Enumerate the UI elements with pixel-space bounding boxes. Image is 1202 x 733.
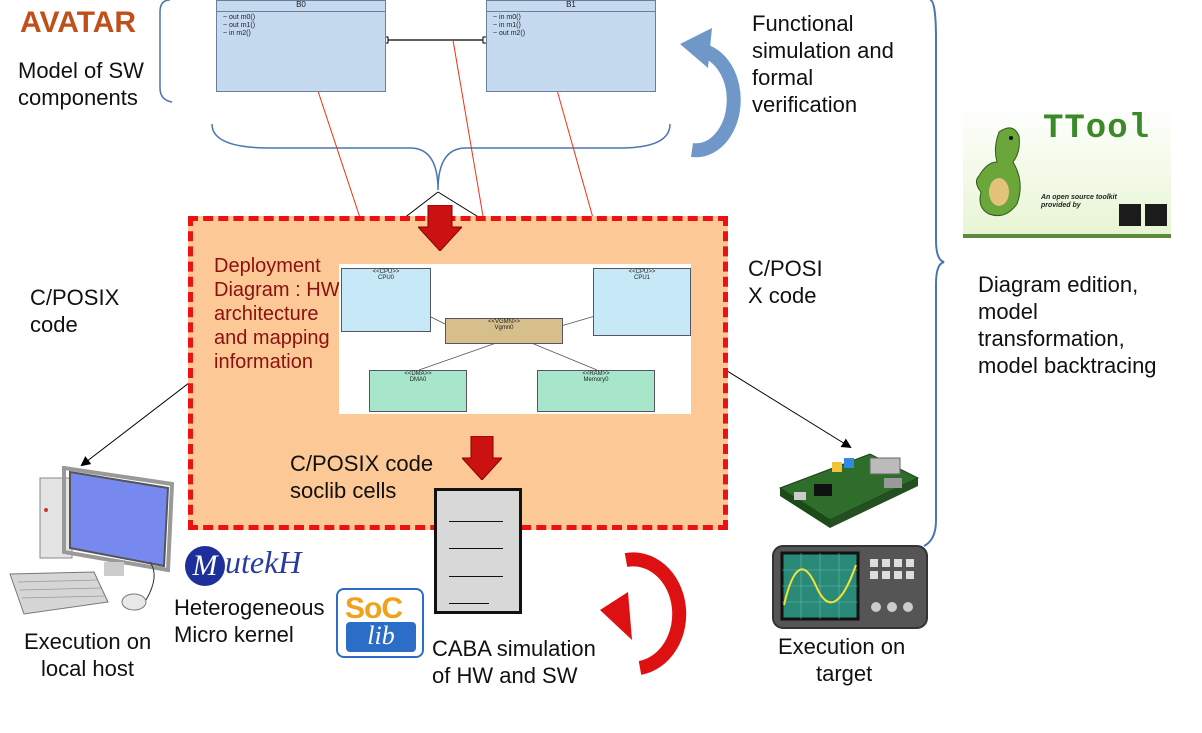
node-name: DMA0	[409, 377, 427, 383]
node-dma: <<DMA>> DMA0	[369, 370, 467, 412]
caba-label-2: of HW and SW	[432, 663, 578, 688]
node-stereo: <<RAM>>	[582, 371, 610, 377]
mutekh-text: utekH	[225, 544, 302, 580]
dino-icon	[975, 127, 1021, 217]
block-op: ~ in m0()	[493, 14, 521, 21]
model-sw-label: Model of SW components	[18, 58, 144, 110]
cposix-left-label: C/POSIX code	[30, 285, 120, 337]
hetero-label-1: Heterogeneous	[174, 595, 325, 620]
diagram-edition-label: Diagram edition, model transformation, m…	[978, 272, 1157, 378]
node-name: CPU0	[377, 275, 394, 281]
cposix-right-label-1: C/POSI	[748, 256, 823, 281]
node-name: Vgmn0	[494, 325, 514, 331]
block-op: ~ out m2()	[493, 30, 526, 37]
block-op: ~ in m1()	[493, 22, 521, 29]
node-stereo: <<DMA>>	[404, 371, 432, 377]
block-op: ~ in m2()	[223, 30, 251, 37]
block-b1-ops: ~ in m0() ~ in m1() ~ out m2()	[487, 12, 655, 40]
down-arrow-icon	[462, 436, 502, 480]
block-b1-title: B1	[487, 0, 655, 12]
functional-cycle-icon	[680, 28, 741, 158]
institution-logo-1	[1119, 204, 1141, 226]
node-ram: <<RAM>> Memory0	[537, 370, 655, 412]
code-document-icon	[434, 488, 522, 614]
cposix-right-label-2: X code	[748, 283, 817, 308]
exec-local-label-2: local host	[41, 656, 134, 681]
right-brace	[923, 0, 945, 547]
exec-target-label-2: target	[816, 661, 873, 686]
ttool-logo: TTool An open source toolkit provided by	[963, 104, 1171, 238]
left-brace	[159, 0, 173, 103]
caba-cycle-icon	[600, 552, 687, 675]
exec-local-label-1: Execution on	[24, 629, 152, 654]
hetero-label-2: Micro kernel	[174, 622, 294, 647]
block-op: ~ out m1()	[223, 22, 256, 29]
block-b0-ops: ~ out m0() ~ out m1() ~ in m2()	[217, 12, 385, 40]
deployment-label: Deployment Diagram : HW architecture and…	[214, 255, 340, 373]
block-b0-title: B0	[217, 0, 385, 12]
exec-target-label-1: Execution on	[778, 634, 906, 659]
block-b1: B1 ~ in m0() ~ in m1() ~ out m2()	[486, 0, 656, 92]
caba-label-1: CABA simulation	[432, 636, 596, 661]
node-name: Memory0	[583, 377, 609, 383]
cposix-soclib-label-2: soclib cells	[290, 478, 397, 503]
soclib-lib: lib	[346, 622, 416, 652]
down-arrow-icon	[418, 205, 462, 251]
ttool-subtitle: An open source toolkit provided by	[1041, 194, 1117, 209]
block-b0: B0 ~ out m0() ~ out m1() ~ in m2()	[216, 0, 386, 92]
institution-logo-2	[1145, 204, 1167, 226]
soclib-logo: SoC lib	[336, 588, 424, 658]
board-icon	[778, 453, 920, 528]
cposix-soclib-label-1: C/POSIX code	[290, 451, 434, 476]
ttool-name: TTool	[1043, 110, 1151, 148]
node-name: CPU1	[633, 275, 650, 281]
node-cpu1: <<CPU>> CPU1	[593, 268, 691, 336]
functional-sim-label: Functional simulation and formal verific…	[752, 11, 894, 117]
deployment-diagram: <<CPU>> CPU0 <<CPU>> CPU1 <<VGMN>> Vgmn0…	[339, 264, 691, 414]
mutekh-m-icon: M	[185, 545, 225, 586]
oscilloscope-icon	[772, 545, 928, 629]
node-cpu0: <<CPU>> CPU0	[341, 268, 431, 332]
model-brace	[211, 123, 671, 191]
soclib-soc: SoC	[345, 592, 403, 625]
node-stereo: <<CPU>>	[628, 269, 656, 275]
computer-icon	[9, 466, 175, 615]
node-stereo: <<VGMN>>	[487, 319, 520, 325]
block-op: ~ out m0()	[223, 14, 256, 21]
node-vgmn: <<VGMN>> Vgmn0	[445, 318, 563, 344]
avatar-title: AVATAR	[20, 6, 137, 39]
node-stereo: <<CPU>>	[372, 269, 400, 275]
